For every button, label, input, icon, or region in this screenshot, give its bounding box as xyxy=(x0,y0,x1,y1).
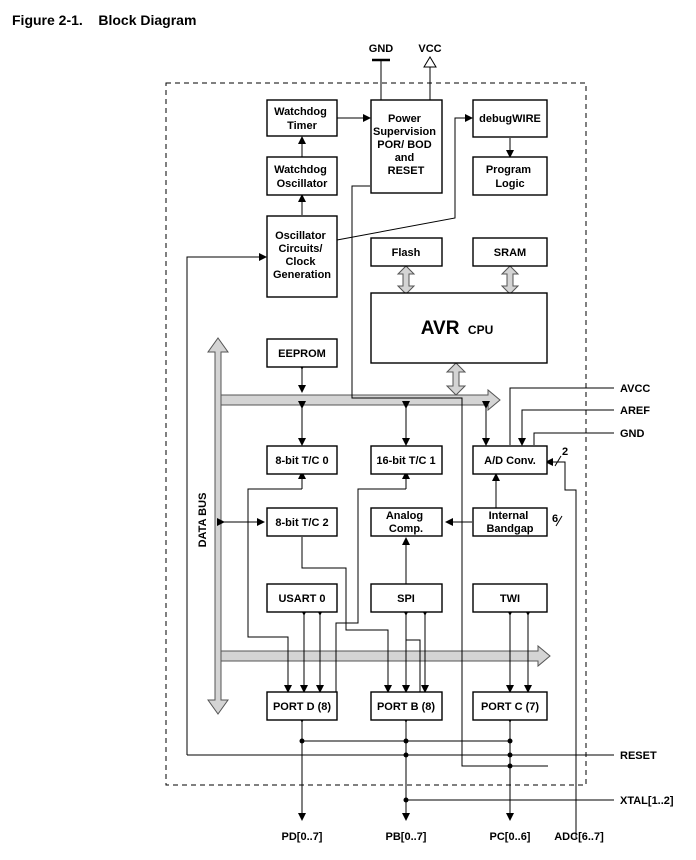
port-b-label: PORT B (8) xyxy=(377,701,435,713)
power-supervision-label: Power Supervision POR/ BOD and RESET xyxy=(373,113,439,177)
cpu-bus-link xyxy=(445,362,467,396)
vcc-label: VCC xyxy=(418,43,441,55)
eeprom-label: EEPROM xyxy=(278,348,326,360)
gnd-right-label: GND xyxy=(620,428,645,440)
reset-label: RESET xyxy=(620,750,657,762)
spi-label: SPI xyxy=(397,593,415,605)
sram-cpu-link xyxy=(500,265,520,295)
aref-label: AREF xyxy=(620,405,650,417)
debugwire-block xyxy=(472,99,548,138)
port-b-block xyxy=(370,691,443,721)
adc-label: A/D Conv. xyxy=(484,455,536,467)
data-bus-upper xyxy=(220,388,501,412)
tc1-block xyxy=(370,445,443,475)
port-c-label: PORT C (7) xyxy=(481,701,539,713)
sram-label: SRAM xyxy=(494,247,526,259)
watchdog-oscillator-label: Watchdog Oscillator xyxy=(274,164,330,190)
watchdog-timer-label: Watchdog Timer xyxy=(274,106,330,132)
oscillator-circuits-label: Oscillator Circuits/ Clock Generation xyxy=(273,230,331,281)
eeprom-block xyxy=(266,338,338,368)
twi-block xyxy=(472,583,548,613)
figure-title: Figure 2-1. Block Diagram xyxy=(12,12,197,28)
twi-label: TWI xyxy=(500,593,520,605)
spi-block xyxy=(370,583,443,613)
port-d-block xyxy=(266,691,338,721)
debugwire-label: debugWIRE xyxy=(479,113,541,125)
bus-width-6-label: 6 xyxy=(552,513,558,525)
data-bus-label: DATA BUS xyxy=(197,493,209,548)
flash-block xyxy=(370,237,443,267)
watchdog-oscillator-block xyxy=(266,156,338,196)
pb-pins-label: PB[0..7] xyxy=(386,831,427,843)
analog-comp-label: Analog Comp. xyxy=(386,510,426,535)
avcc-label: AVCC xyxy=(620,383,650,395)
data-bus-vertical xyxy=(207,337,229,715)
watchdog-timer-block xyxy=(266,99,338,137)
bandgap-label: Internal Bandgap xyxy=(486,510,533,535)
sram-block xyxy=(472,237,548,267)
pc-pins-label: PC[0..6] xyxy=(490,831,531,843)
tc2-block xyxy=(266,507,338,537)
usart-label: USART 0 xyxy=(278,593,325,605)
program-logic-label: Program Logic xyxy=(486,164,534,190)
avr-cpu-block xyxy=(370,292,548,364)
tc0-label: 8-bit T/C 0 xyxy=(275,455,328,467)
tc1-label: 16-bit T/C 1 xyxy=(376,455,435,467)
program-logic-block xyxy=(472,156,548,196)
avr-cpu-label: AVR CPU xyxy=(421,318,494,339)
tc0-block xyxy=(266,445,338,475)
power-supervision-block xyxy=(370,99,443,194)
chip-boundary xyxy=(165,82,587,786)
bus-width-2-label: 2 xyxy=(562,446,568,458)
port-d-label: PORT D (8) xyxy=(273,701,331,713)
port-c-block xyxy=(472,691,548,721)
analog-comp-block xyxy=(370,507,443,537)
usart-block xyxy=(266,583,338,613)
adc-pins-label: ADC[6..7] xyxy=(554,831,604,843)
tc2-label: 8-bit T/C 2 xyxy=(275,517,328,529)
xtal-label: XTAL[1..2] xyxy=(620,795,674,807)
gnd-top-label: GND xyxy=(369,43,394,55)
data-bus-lower xyxy=(220,644,551,668)
bandgap-block xyxy=(472,507,548,537)
flash-cpu-link xyxy=(396,265,416,295)
pd-pins-label: PD[0..7] xyxy=(282,831,323,843)
adc-block xyxy=(472,445,548,475)
oscillator-circuits-block xyxy=(266,215,338,298)
flash-label: Flash xyxy=(392,247,421,259)
